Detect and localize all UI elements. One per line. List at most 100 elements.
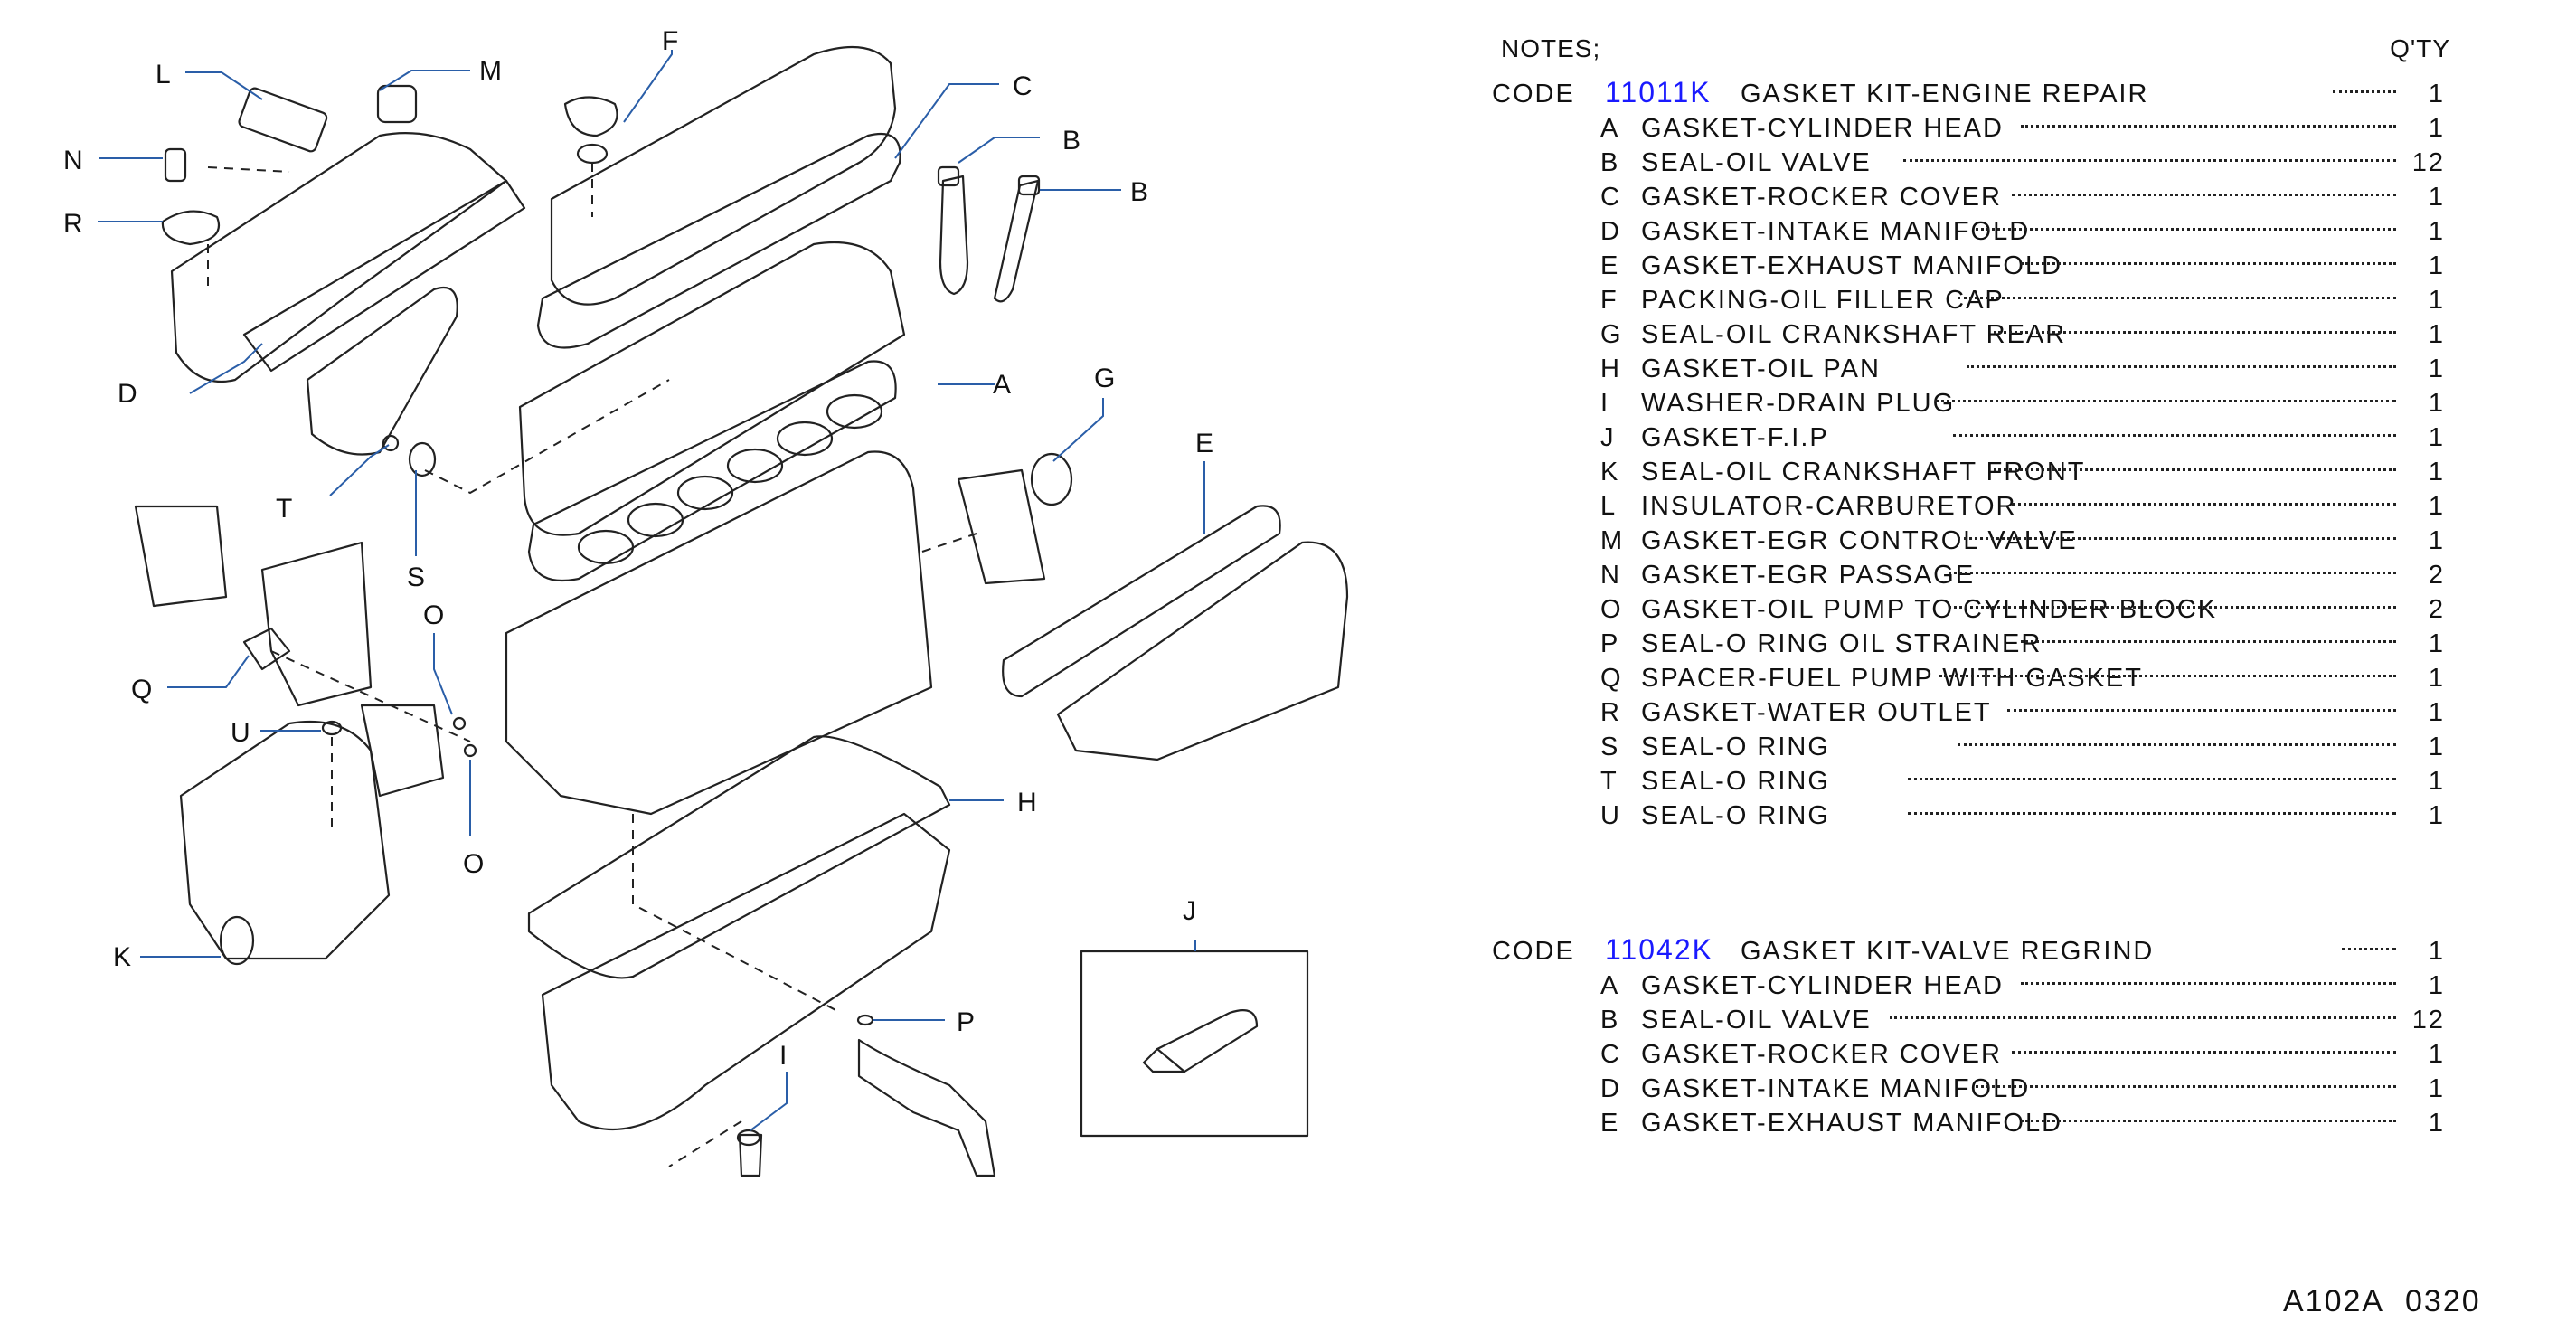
part-letter: A — [1600, 971, 1620, 1000]
valve-left — [939, 175, 969, 296]
dot-leader — [1903, 156, 2396, 162]
dot-leader — [2021, 121, 2396, 128]
timing-cover — [179, 720, 391, 960]
part-description: GASKET-INTAKE MANIFOLD — [1641, 217, 2031, 246]
part-qty: 12 — [2411, 148, 2445, 177]
dot-leader — [2021, 978, 2396, 985]
part-description: GASKET-OIL PAN — [1641, 354, 1881, 383]
parts-row: A GASKET-CYLINDER HEAD 1 — [1492, 966, 2532, 1000]
dot-leader — [2021, 1116, 2396, 1122]
part-letter: Q — [1600, 664, 1623, 693]
dot-leader — [1935, 396, 2396, 402]
dot-leader — [1958, 740, 2396, 746]
drain-plug — [738, 1133, 763, 1177]
intake-manifold — [170, 132, 508, 383]
part-description: GASKET-OIL PUMP TO CYLINDER BLOCK — [1641, 595, 2218, 624]
part-qty: 1 — [2428, 1109, 2445, 1138]
sealant-tube — [1156, 1009, 1259, 1073]
callout-m: M — [479, 56, 502, 86]
part-description: GASKET-CYLINDER HEAD — [1641, 114, 2004, 143]
dot-leader — [2342, 944, 2396, 950]
part-description: GASKET-EXHAUST MANIFOLD — [1641, 1109, 2063, 1138]
cylinder-head — [518, 241, 906, 536]
dot-leader — [1890, 1013, 2396, 1019]
fuel-pump-spacer — [242, 627, 291, 671]
exhaust-manifold-gasket — [1002, 505, 1281, 698]
part-qty: 1 — [2428, 971, 2445, 1000]
part-qty: 1 — [2428, 664, 2445, 693]
kit-code[interactable]: 11011K — [1605, 76, 1712, 109]
parts-row: D GASKET-INTAKE MANIFOLD 1 — [1492, 212, 2532, 246]
dot-leader — [1958, 293, 2396, 299]
part-qty: 1 — [2428, 732, 2445, 761]
oil-filler-cap — [563, 96, 618, 137]
part-letter: B — [1600, 1006, 1620, 1035]
intake-manifold-gasket — [242, 179, 526, 373]
part-letter: D — [1600, 217, 1621, 246]
part-description: GASKET-ROCKER COVER — [1641, 1040, 2002, 1069]
part-letter: T — [1600, 767, 1618, 796]
part-qty: 1 — [2428, 458, 2445, 487]
notes-header: NOTES; Q'TY — [1492, 27, 2532, 63]
kit-code[interactable]: 11042K — [1605, 933, 1713, 966]
callout-c: C — [1013, 71, 1033, 101]
part-description: GASKET-INTAKE MANIFOLD — [1641, 1074, 2031, 1103]
part-description: SPACER-FUEL PUMP WITH GASKET — [1641, 664, 2143, 693]
part-description: GASKET-CYLINDER HEAD — [1641, 971, 2004, 1000]
rear-oil-seal — [1030, 452, 1073, 506]
bore-holes — [577, 393, 883, 565]
callout-a: A — [993, 370, 1011, 400]
dot-leader — [1958, 534, 2396, 540]
front-oil-seal — [219, 915, 255, 966]
callout-e: E — [1195, 429, 1213, 458]
callout-b-bottom: B — [1130, 177, 1148, 207]
callout-d: D — [118, 379, 137, 409]
part-qty: 12 — [2411, 1006, 2445, 1035]
part-description: GASKET-EGR CONTROL VALVE — [1641, 526, 2078, 555]
code-label: CODE — [1492, 80, 1575, 109]
callout-l: L — [156, 60, 171, 90]
reference-code: A102A — [2283, 1284, 2385, 1318]
dot-leader — [2333, 87, 2396, 93]
dot-leader — [1976, 224, 2396, 231]
parts-row: Q SPACER-FUEL PUMP WITH GASKET 1 — [1492, 658, 2532, 693]
part-letter: R — [1600, 698, 1621, 727]
part-qty: 1 — [2428, 217, 2445, 246]
callout-n: N — [63, 146, 83, 175]
part-letter: E — [1600, 1109, 1620, 1138]
part-letter: D — [1600, 1074, 1621, 1103]
dot-leader — [1967, 362, 2396, 368]
part-qty: 1 — [2428, 767, 2445, 796]
dot-leader — [2012, 1047, 2396, 1054]
part-description: GASKET-WATER OUTLET — [1641, 698, 1992, 727]
part-letter: C — [1600, 183, 1621, 212]
part-qty: 1 — [2428, 183, 2445, 212]
part-qty: 1 — [2428, 423, 2445, 452]
oil-pump-housing — [260, 541, 373, 707]
parts-row: E GASKET-EXHAUST MANIFOLD 1 — [1492, 1103, 2532, 1138]
diagram-reference: A102A 0320 — [2283, 1284, 2481, 1319]
kit-qty: 1 — [2428, 80, 2445, 109]
part-letter: O — [1600, 595, 1623, 624]
callout-k: K — [113, 942, 131, 972]
dot-leader — [1976, 1082, 2396, 1088]
part-qty: 1 — [2428, 320, 2445, 349]
exhaust-manifold — [1056, 541, 1349, 761]
egr-passage-gasket — [164, 147, 187, 183]
o-ring-o2 — [463, 743, 477, 758]
valve-oil-seal-right — [1017, 175, 1041, 196]
parts-row: R GASKET-WATER OUTLET 1 — [1492, 693, 2532, 727]
part-qty: 1 — [2428, 698, 2445, 727]
